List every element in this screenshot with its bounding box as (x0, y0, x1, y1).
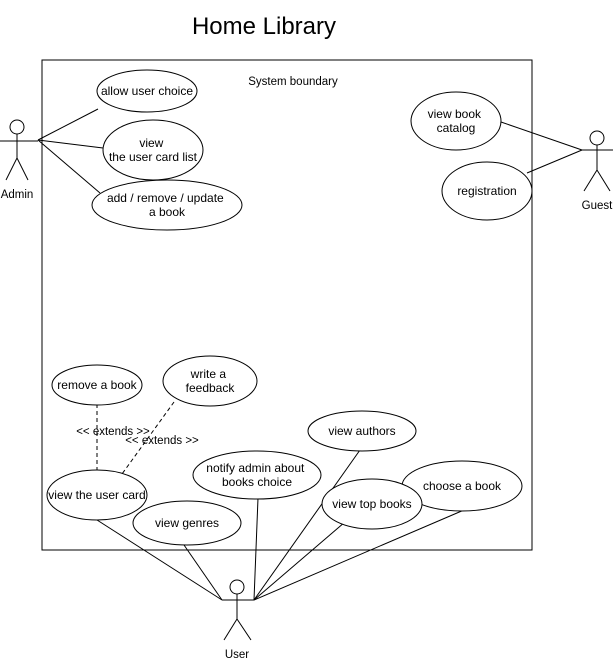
diagram-title: Home Library (192, 13, 336, 40)
svg-text:view the user card: view the user card (48, 488, 145, 502)
svg-text:view authors: view authors (328, 424, 395, 438)
svg-text:notify admin about books: notify admin about books choice (206, 461, 307, 489)
user-associations (96, 449, 465, 601)
actor-admin-label: Admin (1, 189, 34, 201)
svg-text:write a feedback: write a feedback (186, 367, 236, 395)
svg-text:registration: registration (457, 184, 516, 198)
use-case-view-the-user-card: view the user card (46, 469, 148, 521)
svg-text:remove a book: remove a book (57, 378, 137, 392)
use-case-write-a-feedback: write a feedback (162, 355, 258, 407)
use-case-view-authors: view authors (307, 410, 417, 452)
extends-lines (96, 401, 175, 475)
actor-user-label: User (225, 649, 249, 661)
use-case-view-top-books: view top books (321, 478, 423, 530)
user-head-icon (229, 579, 245, 595)
svg-text:view book catalog: view book catalog (428, 107, 485, 135)
use-case-allow-user-choice: allow user choice (96, 69, 198, 113)
extends-label-remove-book: << extends >> (76, 426, 150, 438)
actor-guest (582, 130, 613, 192)
admin-head-icon (9, 119, 25, 135)
use-case-registration: registration (441, 161, 533, 221)
actor-guest-label: Guest (582, 200, 613, 212)
use-case-add-remove-update-book: add / remove / update a book (91, 179, 243, 231)
svg-text:allow user choice: allow user choice (101, 84, 193, 98)
system-boundary-label: System boundary (248, 76, 338, 88)
use-case-notify-admin: notify admin about books choice (192, 450, 322, 500)
use-case-choose-a-book: choose a book (401, 460, 523, 512)
admin-associations (37, 108, 104, 194)
guest-head-icon (589, 130, 605, 146)
svg-text:choose a book: choose a book (423, 479, 502, 493)
svg-text:add / remove / update a: add / remove / update a book (107, 191, 227, 219)
use-case-remove-a-book: remove a book (51, 364, 143, 406)
use-case-view-genres: view genres (132, 500, 242, 546)
svg-text:view the user card list: view the user card list (109, 136, 198, 164)
use-case-view-user-card-list: view the user card list (102, 119, 204, 181)
actor-admin (0, 119, 38, 181)
actor-user (222, 579, 254, 641)
system-boundary (41, 59, 533, 551)
svg-text:view top books: view top books (332, 497, 411, 511)
svg-text:view genres: view genres (155, 516, 219, 530)
extends-label-write-feedback: << extends >> (125, 435, 199, 447)
use-case-view-book-catalog: view book catalog (410, 91, 502, 151)
guest-associations (500, 121, 583, 174)
